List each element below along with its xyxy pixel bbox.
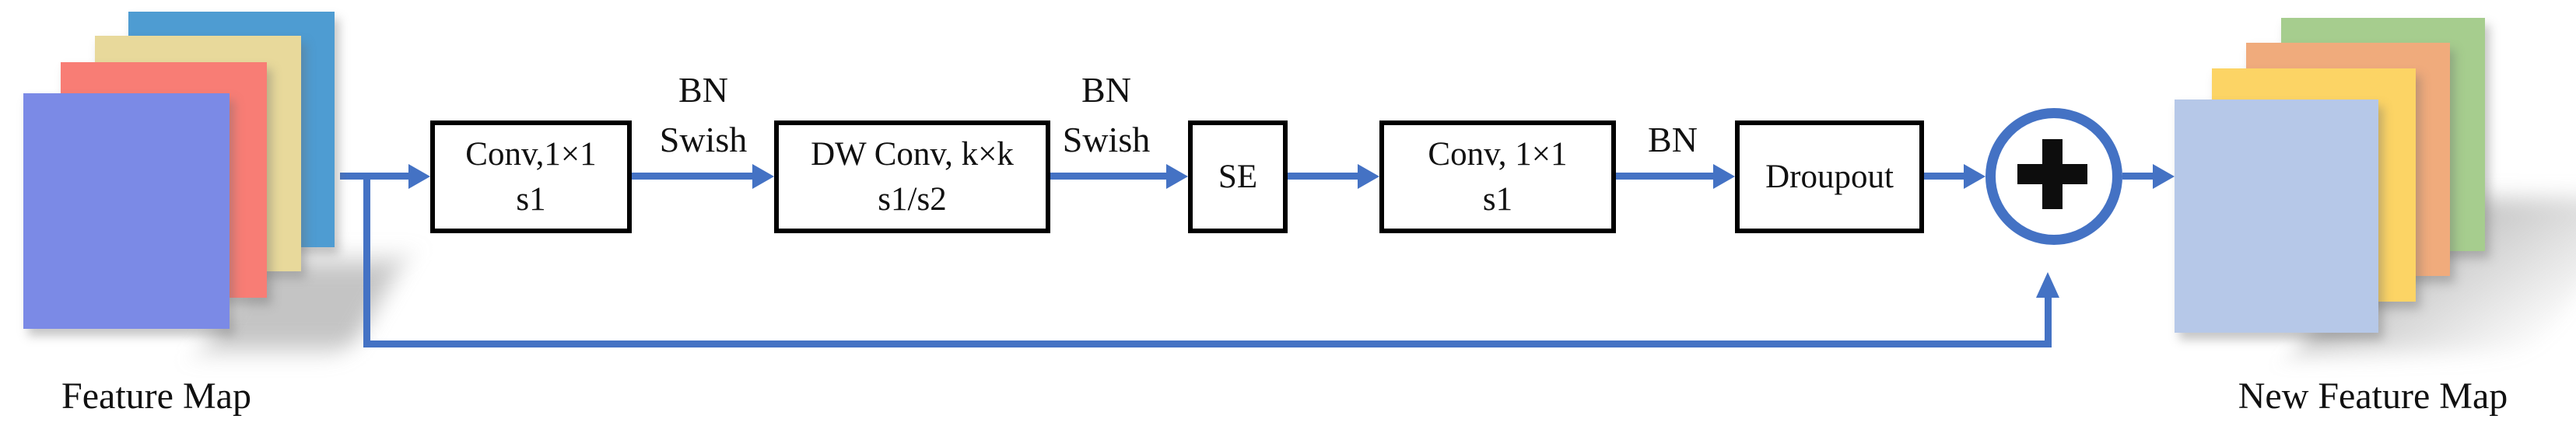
arrowhead-right-icon xyxy=(752,164,774,189)
edge-label-line: BN xyxy=(1648,120,1698,159)
skip-connection-bottom-line xyxy=(363,340,2052,347)
arrow-conv1-to-dwconv xyxy=(632,173,752,180)
new-feature-map-label: New Feature Map xyxy=(2238,375,2508,417)
arrowhead-right-icon xyxy=(1713,164,1735,189)
conv1x1-project-box: Conv, 1×1 s1 xyxy=(1379,120,1616,233)
conv1x1-expand-box: Conv,1×1 s1 xyxy=(430,120,632,233)
arrow-input-to-conv1 xyxy=(340,173,408,180)
arrowhead-right-icon xyxy=(1358,164,1379,189)
edge-label-bn: BN xyxy=(1572,115,1774,165)
arrow-conv2-to-dropout xyxy=(1616,173,1713,180)
edge-label-bn-swish-1: BN Swish xyxy=(602,65,804,165)
arrowhead-right-icon xyxy=(2153,164,2175,189)
box-label-line: s1/s2 xyxy=(878,180,947,218)
box-label-line: SE xyxy=(1218,158,1258,195)
new-feature-map-card-lightblue-icon xyxy=(2175,100,2378,333)
edge-label-line: BN xyxy=(1081,70,1131,110)
box-label-line: Conv, 1×1 xyxy=(1428,135,1568,173)
plus-icon xyxy=(2042,139,2063,209)
arrow-dwconv-to-se xyxy=(1050,173,1166,180)
skip-connection-down-line xyxy=(363,173,370,347)
edge-label-bn-swish-2: BN Swish xyxy=(1005,65,1207,165)
dropout-box: Droupout xyxy=(1735,120,1924,233)
edge-label-line: BN xyxy=(678,70,728,110)
arrowhead-right-icon xyxy=(1166,164,1188,189)
box-label-line: s1 xyxy=(1482,180,1513,218)
edge-label-line: Swish xyxy=(1062,120,1151,159)
arrow-se-to-conv2 xyxy=(1288,173,1358,180)
box-label-line: s1 xyxy=(516,180,546,218)
edge-label-line: Swish xyxy=(659,120,748,159)
arrow-dropout-to-sum xyxy=(1924,173,1964,180)
arrowhead-right-icon xyxy=(1964,164,1985,189)
skip-connection-up-line xyxy=(2045,295,2052,347)
arrowhead-right-icon xyxy=(408,164,430,189)
box-label-line: Conv,1×1 xyxy=(465,135,597,173)
arrow-sum-to-output xyxy=(2122,173,2153,180)
box-label-line: Droupout xyxy=(1765,158,1894,195)
feature-map-label: Feature Map xyxy=(61,375,251,417)
box-label-line: DW Conv, k×k xyxy=(811,135,1014,173)
feature-map-card-periwinkle-icon xyxy=(23,93,230,329)
dw-conv-box: DW Conv, k×k s1/s2 xyxy=(774,120,1050,233)
se-box: SE xyxy=(1188,120,1288,233)
arrowhead-up-icon xyxy=(2036,272,2059,298)
